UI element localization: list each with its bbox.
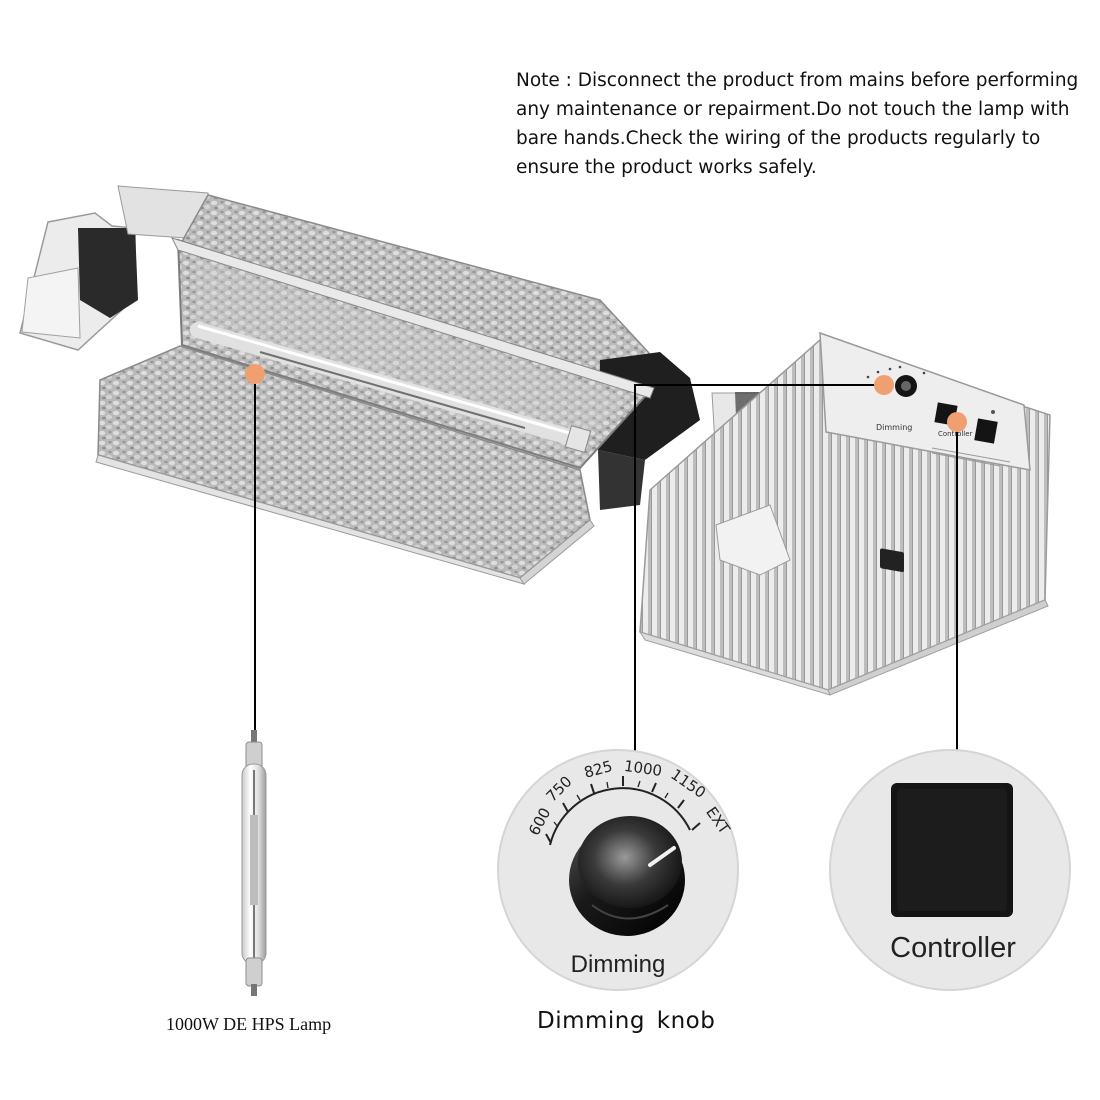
dimming-knob-icon — [569, 816, 685, 936]
ballast: Dimming Controller — [638, 331, 1051, 696]
lamp-callout-marker — [245, 364, 265, 384]
panel-power-switch — [974, 418, 998, 444]
dial-scale-label: 1000 — [623, 757, 663, 780]
maintenance-note: Note : Disconnect the product from mains… — [516, 66, 1091, 182]
dimming-knob-zoom: 600 750 825 1000 1150 EXT Dimming — [497, 749, 739, 991]
dial-caption: Dimming — [571, 951, 666, 978]
note-line: bare hands.Check the wiring of the produ… — [516, 128, 1041, 149]
panel-controller-label: Controller — [938, 430, 973, 438]
lamp-caption: 1000W DE HPS Lamp — [166, 1014, 332, 1034]
reflector — [19, 185, 700, 585]
controller-callout-marker — [947, 412, 967, 432]
controller-caption: Controller — [890, 932, 1016, 964]
mounted-lamp — [190, 322, 592, 453]
knob-caption: Dimming knob — [537, 1008, 716, 1034]
callout-lines — [254, 374, 958, 751]
note-line: any maintenance or repairment.Do not tou… — [516, 99, 1070, 120]
knob-callout-marker — [874, 375, 894, 395]
panel-knob-label: Dimming — [876, 423, 912, 432]
panel-knob-base — [880, 548, 904, 573]
note-line: Note : Disconnect the product from mains… — [516, 70, 1079, 91]
de-hps-lamp — [241, 730, 267, 996]
controller-zoom: Controller — [829, 749, 1071, 991]
note-line: ensure the product works safely. — [516, 157, 817, 178]
